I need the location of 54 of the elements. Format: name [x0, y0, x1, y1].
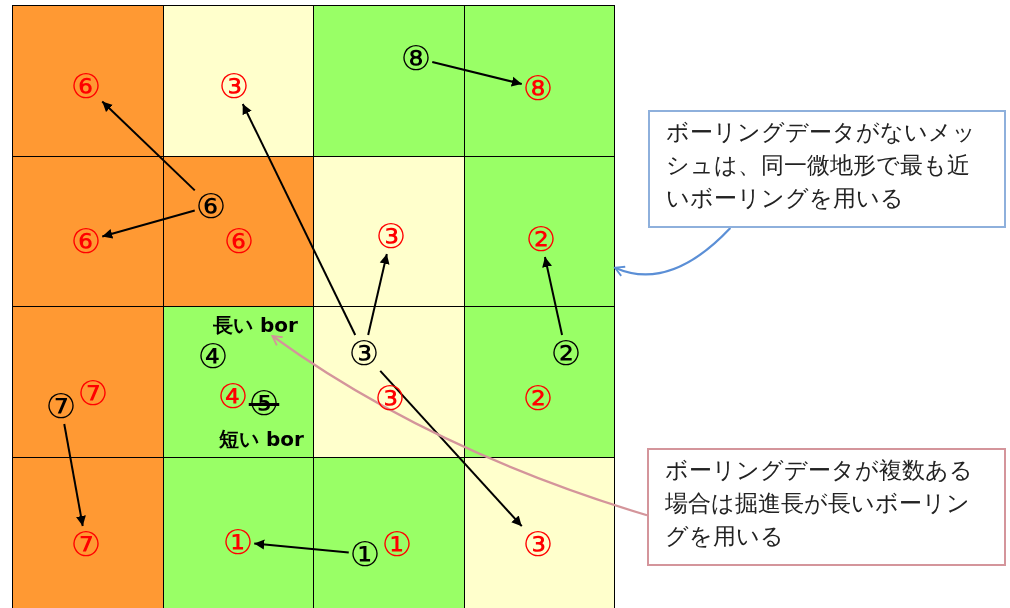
mesh-cell: [313, 457, 465, 608]
circled-number: ③: [522, 527, 554, 561]
mesh-cell: [313, 5, 465, 157]
arrow: [241, 103, 357, 336]
mesh-cell: [12, 306, 164, 459]
callout-arrow: [271, 335, 648, 517]
mesh-cell: [12, 155, 164, 308]
circled-number: ⑥: [70, 224, 102, 258]
circled-number: ④: [197, 339, 229, 373]
callout-box: ボーリングデータがないメッシュは、同一微地形で最も近いボーリングを用いる: [648, 110, 1006, 228]
arrow: [367, 253, 390, 336]
circled-number: ③: [375, 219, 407, 253]
mesh-cell: [463, 306, 615, 459]
circled-number: ①: [349, 537, 381, 571]
mesh-cell: [162, 457, 314, 608]
circled-number: ⑥: [70, 69, 102, 103]
arrow: [253, 539, 350, 554]
circled-number: ②: [525, 222, 557, 256]
circled-number: ①: [222, 525, 254, 559]
circled-number: ③: [218, 69, 250, 103]
mesh-cell: [463, 457, 615, 608]
circled-number: ②: [550, 336, 582, 370]
callout-arrow: [614, 227, 732, 277]
circled-number: ①: [381, 527, 413, 561]
circled-number: ②: [522, 381, 554, 415]
mesh-cell: [463, 5, 615, 157]
circled-number: ⑦: [70, 527, 102, 561]
arrow: [101, 100, 196, 192]
callout-box: ボーリングデータが複数ある場合は掘進長が長いボーリングを用いる: [647, 448, 1006, 566]
mesh-cell: [313, 306, 465, 459]
circled-number: ③: [348, 336, 380, 370]
struck-circled-number: ⑤: [248, 386, 280, 420]
mesh-cell: [162, 5, 314, 157]
circled-number: ⑦: [45, 389, 77, 423]
arrow: [63, 423, 86, 527]
circled-number: ⑦: [77, 376, 109, 410]
boring-label: 長い bor: [213, 315, 298, 335]
mesh-cell: [162, 306, 314, 459]
mesh-cell: [463, 155, 615, 308]
circled-number: ⑥: [195, 189, 227, 223]
boring-label: 短い bor: [219, 429, 304, 449]
arrow: [379, 369, 523, 528]
circled-number: ③: [374, 381, 406, 415]
mesh-cell: [313, 155, 465, 308]
arrow: [542, 256, 564, 336]
mesh-cell: [12, 5, 164, 157]
mesh-cell: [12, 457, 164, 608]
mesh-cell: [162, 155, 314, 308]
circled-number: ④: [217, 379, 249, 413]
circled-number: ⑧: [522, 71, 554, 105]
arrow: [101, 209, 196, 239]
circled-number: ⑧: [400, 41, 432, 75]
arrow: [431, 61, 523, 87]
circled-number: ⑥: [223, 224, 255, 258]
